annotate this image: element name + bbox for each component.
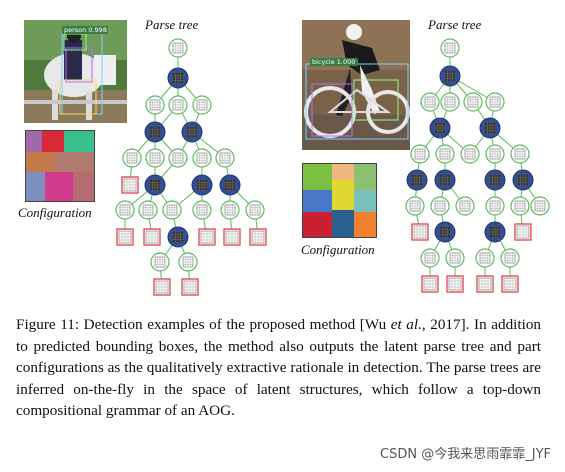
csdn-watermark: CSDN @今我来思雨霏霏_JYF [380,447,551,462]
left-node-13 [144,174,166,196]
right-node-8 [410,144,430,164]
right-node-12 [510,144,530,164]
right-node-23 [411,223,429,241]
left-node-28 [150,252,170,272]
left-node-19 [192,200,212,220]
right-node-32 [446,275,464,293]
left-node-25 [198,228,216,246]
right-node-34 [501,275,519,293]
right-node-16 [512,169,534,191]
left-node-20 [220,200,240,220]
right-node-22 [530,196,550,216]
left-node-4 [192,95,212,115]
right-node-10 [460,144,480,164]
left-node-9 [168,148,188,168]
configuration-label-left: Configuration [18,205,92,220]
right-node-27 [420,248,440,268]
right-node-17 [405,196,425,216]
cyclist-photo: bicycle 1.000 [302,20,410,150]
right-node-31 [421,275,439,293]
configuration-grid-left [25,130,95,202]
right-node-25 [484,221,506,243]
left-node-14 [191,174,213,196]
left-node-8 [145,148,165,168]
right-node-13 [406,169,428,191]
left-node-24 [167,226,189,248]
right-node-5 [485,92,505,112]
right-node-15 [484,169,506,191]
caption-body: , 2017]. In addition to predicted boundi… [16,316,542,419]
right-node-11 [485,144,505,164]
figure-11: person 0.998 Configuration Parse tree [18,17,550,296]
figure-caption: Figure 11: Detection examples of the pro… [16,314,541,422]
left-node-17 [138,200,158,220]
right-node-6 [429,117,451,139]
left-node-2 [145,95,165,115]
right-node-29 [475,248,495,268]
left-node-1 [167,67,189,89]
left-node-26 [223,228,241,246]
right-node-24 [434,221,456,243]
configuration-label-right: Configuration [301,242,375,257]
right-node-9 [435,144,455,164]
caption-et-al: et al. [390,316,422,333]
left-node-6 [181,121,203,143]
left-node-27 [249,228,267,246]
left-node-23 [143,228,161,246]
right-node-7 [479,117,501,139]
left-node-22 [116,228,134,246]
left-node-15 [219,174,241,196]
right-node-14 [434,169,456,191]
left-node-29 [178,252,198,272]
left-node-7 [122,148,142,168]
right-node-2 [420,92,440,112]
right-node-18 [430,196,450,216]
right-node-0 [440,38,460,58]
left-node-0 [168,38,188,58]
right-node-19 [455,196,475,216]
configuration-grid-right [302,163,377,238]
left-node-3 [168,95,188,115]
left-node-30 [153,278,171,296]
right-node-30 [500,248,520,268]
left-node-21 [245,200,265,220]
person-horse-photo: person 0.998 [24,20,127,123]
parse-tree-right [405,38,550,293]
right-node-21 [510,196,530,216]
left-node-10 [192,148,212,168]
left-node-18 [162,200,182,220]
left-node-31 [181,278,199,296]
bicycle-detection-label: bicycle 1.000 [312,58,356,66]
right-node-20 [485,196,505,216]
left-node-5 [144,121,166,143]
left-node-11 [215,148,235,168]
person-detection-label: person 0.998 [64,26,107,34]
parse-tree-left [115,38,267,296]
caption-prefix: Figure 11: Detection examples of the pro… [16,316,391,333]
parse-tree-label-right: Parse tree [428,17,482,32]
right-node-26 [514,223,532,241]
right-node-1 [439,65,461,87]
right-node-3 [440,92,460,112]
right-node-4 [463,92,483,112]
left-node-16 [115,200,135,220]
right-node-33 [476,275,494,293]
left-node-12 [121,176,139,194]
parse-tree-label-left: Parse tree [145,17,199,32]
right-node-28 [445,248,465,268]
